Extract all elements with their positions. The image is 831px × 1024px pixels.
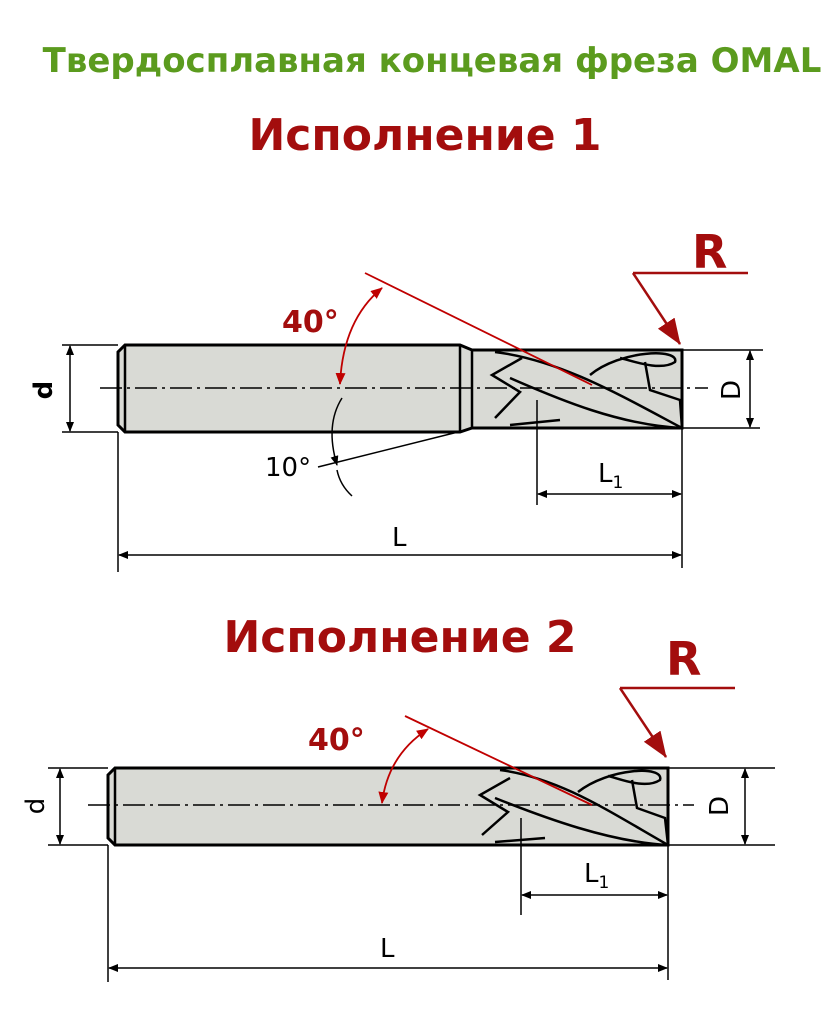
total-length-label: L — [392, 523, 407, 553]
cutter-diameter-label: D — [717, 380, 747, 400]
variant-1-heading: Исполнение 1 — [248, 110, 601, 161]
angle-10-label: 10° — [265, 453, 311, 483]
shank-diameter-label: d — [29, 381, 59, 400]
variant-1: Исполнение 1 d D L1 — [29, 110, 763, 572]
angle-40-label: 40° — [282, 305, 339, 340]
radius-label: R — [666, 632, 701, 686]
shank-diameter-label: d — [21, 798, 51, 815]
radius-pointer — [618, 687, 668, 758]
angle-arc-40 — [378, 728, 429, 804]
angle-40-label: 40° — [308, 723, 365, 758]
variant-2: Исполнение 2 d D L1 L 40° R — [21, 612, 775, 982]
cutter-diameter-label: D — [705, 796, 735, 816]
angle-arc-40 — [335, 287, 383, 385]
radius-label: R — [692, 225, 727, 279]
radius-pointer — [631, 272, 682, 345]
flute-length-label: L1 — [584, 859, 609, 893]
total-length-label: L — [380, 934, 395, 964]
cutter-body — [106, 766, 670, 847]
page-title: Твердосплавная концевая фреза OMAL — [43, 41, 822, 81]
variant-2-heading: Исполнение 2 — [223, 612, 576, 663]
flute-length-label: L1 — [598, 459, 623, 493]
